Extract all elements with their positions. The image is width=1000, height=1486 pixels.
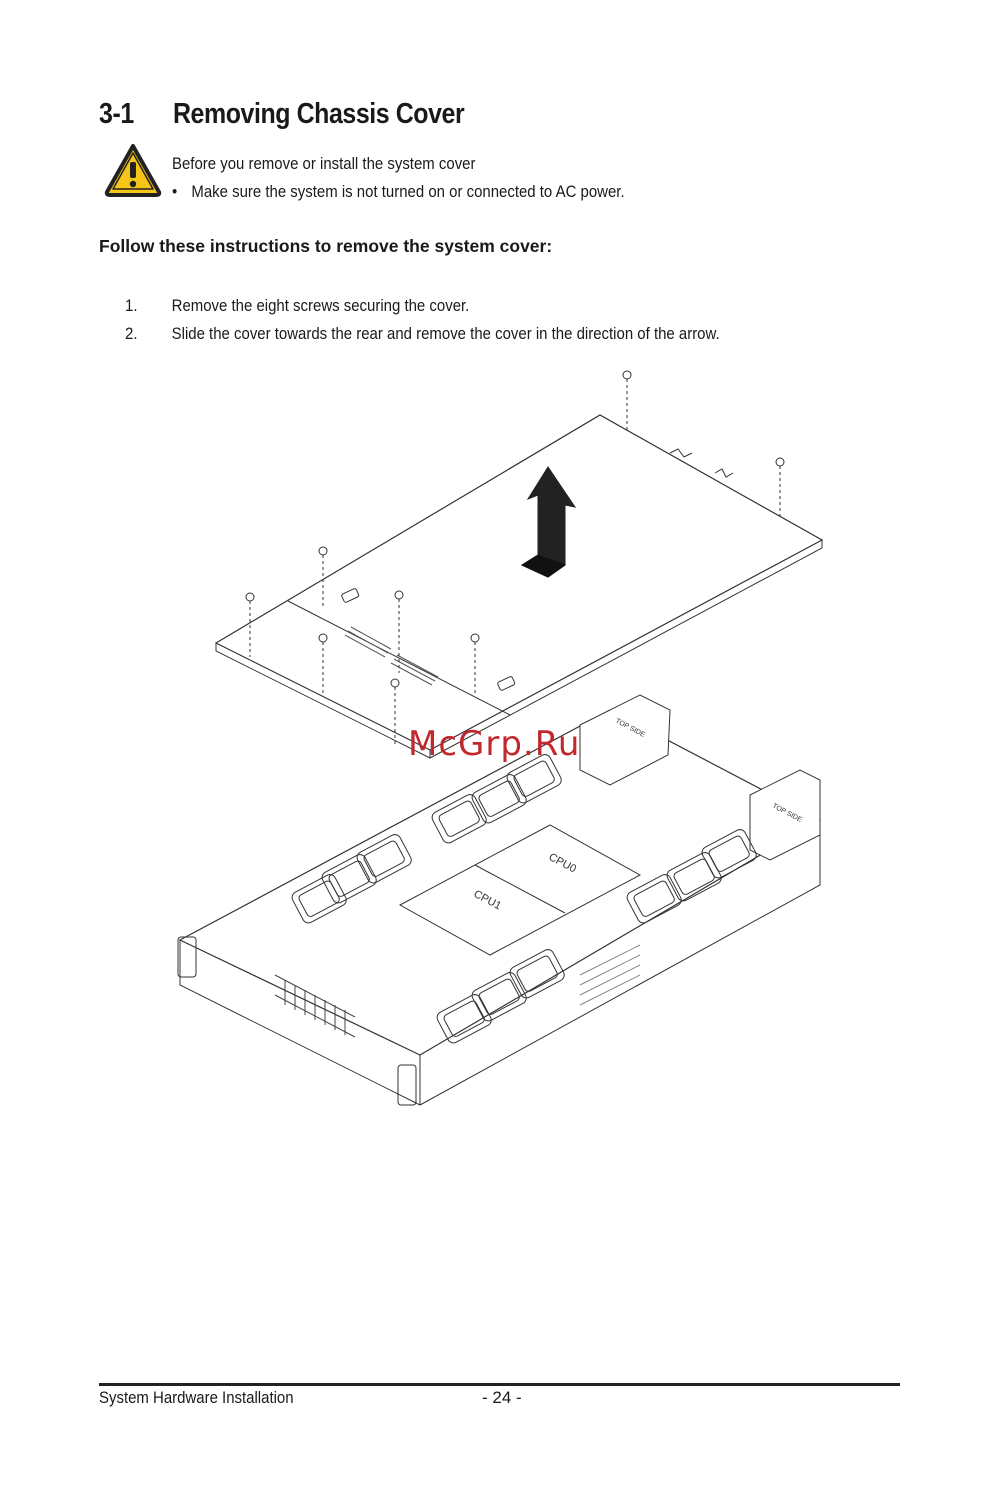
step-item: 2. Slide the cover towards the rear and r… [125, 320, 720, 348]
screw-icon [245, 592, 255, 657]
lift-direction-arrow [520, 466, 577, 578]
section-heading: 3-1 Removing Chassis Cover [99, 98, 465, 131]
footer-divider [99, 1383, 900, 1386]
step-text: Slide the cover towards the rear and rem… [171, 324, 720, 343]
fan-modules [291, 754, 757, 1044]
screw-icon [318, 633, 328, 695]
caution-text: Before you remove or install the system … [172, 150, 625, 206]
chassis-cover [214, 414, 824, 759]
caution-bullet: Make sure the system is not turned on or… [191, 182, 625, 201]
bullet-marker: • [172, 182, 178, 201]
screw-icon [622, 370, 632, 431]
screw-icon [470, 633, 480, 695]
caution-intro: Before you remove or install the system … [172, 154, 476, 173]
instructions-heading: Follow these instructions to remove the … [99, 236, 553, 256]
server-chassis: CPU0 CPU1 TOP SIDE TOP SIDE [177, 694, 822, 1106]
step-number: 2. [125, 324, 138, 343]
step-number: 1. [125, 296, 138, 315]
page-number: - 24 - [482, 1388, 522, 1407]
caution-bullet-item: • Make sure the system is not turned on o… [172, 178, 625, 206]
step-item: 1. Remove the eight screws securing the c… [125, 292, 720, 320]
watermark: McGrp.Ru [408, 724, 581, 764]
screw-icon [390, 678, 400, 745]
screw-icon [775, 457, 785, 520]
steps-list: 1. Remove the eight screws securing the c… [125, 292, 720, 348]
screw-icons [245, 370, 785, 745]
section-number: 3-1 [99, 98, 134, 130]
section-title: Removing Chassis Cover [172, 98, 465, 130]
chassis-cover-removal-illustration: CPU0 CPU1 TOP SIDE TOP SIDE [177, 370, 824, 1106]
step-text: Remove the eight screws securing the cov… [171, 296, 470, 315]
warning-triangle-icon [104, 144, 162, 197]
screw-icon [318, 546, 328, 609]
screw-icon [394, 590, 404, 673]
footer-section-title: System Hardware Installation [99, 1388, 294, 1407]
